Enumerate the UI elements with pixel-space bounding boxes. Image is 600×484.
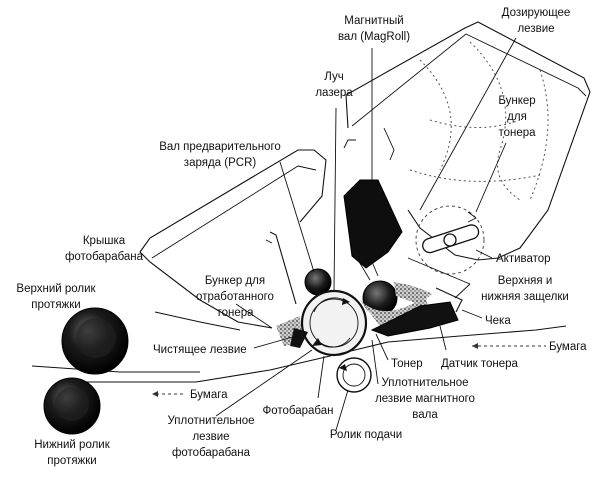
label-doctor-blade: Дозирующее [502,7,571,19]
label-magnetic-roller: вал (MagRoll) [338,31,410,43]
label-upper-roller: Верхний ролик [16,283,96,295]
label-waste-hopper: тонера [216,307,254,319]
label-drum-seal-blade: фотобарабана [172,447,251,459]
label-drum-cover: Крышка [83,235,126,247]
label-drum-seal-blade: лезвие [192,431,229,443]
label-paper-left: Бумага [190,389,228,401]
label-latches: Верхняя и [498,275,553,287]
label-lower-roller: протяжки [47,455,96,467]
label-waste-hopper: Бункер для [205,275,265,287]
label-mag-seal-blade: лезвие магнитного [375,393,475,405]
label-paper-right: Бумага [549,341,587,353]
feed-roller [336,357,372,393]
magnetic-roller-magnet [343,179,403,281]
wiper-blade [290,328,308,348]
labels: Магнитный вал (MagRoll) Дозирующее лезви… [16,7,587,467]
label-mag-seal-blade: вала [412,409,438,421]
label-drum: Фотобарабан [263,405,334,417]
wiper-blade-frame [269,231,297,305]
activator-agitator [415,205,485,275]
toner-sensor-wedge [370,287,463,337]
label-wiper-blade: Чистящее лезвие [153,344,247,356]
label-lower-roller: Нижний ролик [34,439,110,451]
toner-hopper-housing [343,21,591,261]
label-drum-cover: фотобарабана [65,251,144,263]
label-waste-hopper: отработанного [196,291,274,303]
label-latches: нижняя защелки [481,291,569,303]
photo-drum [300,289,368,357]
label-upper-roller: протяжки [31,299,80,311]
label-toner-hopper: Бункер [498,95,535,107]
label-mag-seal-blade: Уплотнительное [381,377,468,389]
label-doctor-blade: лезвие [517,23,554,35]
label-toner-hopper: для [507,111,527,123]
label-activator: Активатор [496,253,551,265]
label-toner-hopper: тонера [498,127,536,139]
label-feed-roller: Ролик подачи [330,429,402,441]
leader-lines [215,37,517,431]
label-toner-sensor: Датчик тонера [441,358,519,370]
label-laser-beam: Луч [324,71,343,83]
label-laser-beam: лазера [315,87,353,99]
label-pin: Чека [485,315,511,327]
drum-cover-housing [139,149,327,331]
label-magnetic-roller: Магнитный [344,15,403,27]
label-drum-seal-blade: Уплотнительное [167,415,254,427]
label-toner: Тонер [391,358,423,370]
label-pcr: заряда (PCR) [184,157,257,169]
label-pcr: Вал предварительного [159,141,281,153]
paper-path [31,325,567,397]
